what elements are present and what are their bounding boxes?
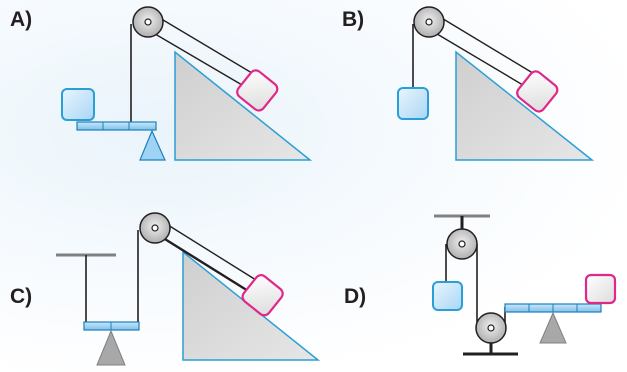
option-label-c: C) — [10, 285, 32, 308]
pulley — [139, 212, 171, 244]
fulcrum — [96, 329, 126, 366]
blue-block — [397, 87, 429, 120]
pink-block — [236, 69, 279, 112]
fulcrum — [139, 129, 166, 161]
rope-to-block-lower — [431, 30, 534, 92]
panel-c: C) — [10, 212, 321, 366]
panel-a: A) — [10, 6, 313, 161]
blue-block — [61, 88, 95, 121]
panel-b: B) — [342, 6, 595, 161]
option-label-a: A) — [10, 8, 32, 31]
rope-to-block-lower — [149, 30, 255, 93]
pink-block — [516, 70, 559, 113]
pulley-top — [446, 228, 478, 260]
pink-block — [241, 274, 284, 317]
inclined-plane — [455, 50, 595, 161]
lever-beam — [504, 303, 602, 313]
fulcrum — [539, 311, 567, 344]
pink-block — [584, 273, 617, 305]
rope-to-block-lower — [159, 234, 254, 296]
option-label-d: D) — [344, 285, 366, 308]
pulley — [132, 6, 164, 38]
blue-block — [432, 281, 463, 311]
lever-beam — [83, 321, 140, 331]
rope-to-block — [159, 219, 265, 286]
pulley-bottom — [475, 312, 507, 344]
option-label-b: B) — [342, 8, 364, 31]
pulley — [413, 6, 445, 38]
panel-d: D) — [344, 214, 617, 356]
lever-beam — [76, 121, 157, 131]
inclined-plane — [174, 50, 313, 161]
